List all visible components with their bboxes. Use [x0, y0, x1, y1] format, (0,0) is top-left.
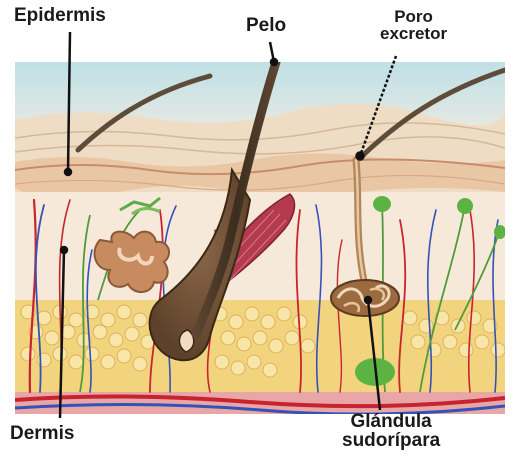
label-glandula-line2: sudorípara: [342, 431, 440, 450]
label-poro-line2: excretor: [380, 25, 447, 42]
label-poro-line1: Poro: [380, 8, 447, 25]
label-dermis: Dermis: [10, 424, 74, 443]
label-glandula-line1: Glándula: [342, 412, 440, 431]
label-glandula-sudoripara: Glándula sudorípara: [342, 412, 440, 451]
label-pelo: Pelo: [246, 16, 286, 35]
label-poro-excretor: Poro excretor: [380, 8, 447, 43]
label-epidermis: Epidermis: [14, 6, 106, 25]
